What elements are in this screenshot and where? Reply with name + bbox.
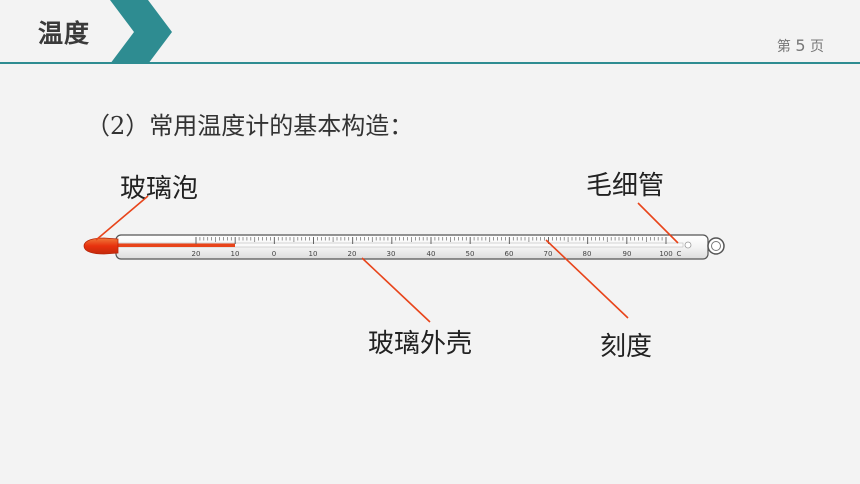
label-bulb: 玻璃泡 bbox=[120, 174, 199, 204]
page-number: 5 bbox=[795, 36, 806, 55]
tick-label: 40 bbox=[427, 250, 436, 258]
page-suffix: 页 bbox=[810, 39, 824, 55]
tick-label: C bbox=[677, 250, 682, 258]
header-divider bbox=[0, 62, 860, 64]
scale-ticks bbox=[195, 237, 667, 244]
page-indicator: 第 5 页 bbox=[777, 36, 824, 56]
glass-bulb bbox=[83, 237, 119, 255]
section-title: 温度 bbox=[38, 19, 91, 48]
tick-label: 30 bbox=[387, 250, 396, 258]
tick-label: 0 bbox=[272, 250, 276, 258]
slide-subtitle: （2）常用温度计的基本构造： bbox=[86, 112, 414, 140]
scale-pointer-line bbox=[545, 239, 629, 319]
tick-label: 10 bbox=[231, 250, 240, 258]
label-capillary: 毛细管 bbox=[586, 171, 665, 201]
tick-label: 100 bbox=[659, 250, 672, 258]
tick-label: 60 bbox=[505, 250, 514, 258]
tick-label: 70 bbox=[544, 250, 553, 258]
page-prefix: 第 bbox=[776, 39, 791, 55]
tick-label: 20 bbox=[348, 250, 357, 258]
label-shell: 玻璃外壳 bbox=[368, 329, 473, 359]
label-scale: 刻度 bbox=[600, 332, 653, 362]
tick-label: 90 bbox=[623, 250, 632, 258]
scale-tick-labels: 20 10 0 10 20 30 40 50 60 70 80 90 100 C bbox=[192, 250, 682, 258]
capillary-end bbox=[684, 241, 692, 249]
header-decoration bbox=[0, 0, 860, 64]
header-bar: 温度 第 5 页 bbox=[0, 0, 860, 64]
tick-label: 10 bbox=[309, 250, 318, 258]
tick-label: 80 bbox=[583, 250, 592, 258]
capillary-pointer-line bbox=[637, 202, 679, 244]
tick-label: 20 bbox=[192, 250, 201, 258]
hanging-ring-icon bbox=[707, 237, 725, 255]
liquid-column bbox=[100, 243, 235, 247]
shell-pointer-line bbox=[361, 257, 431, 323]
bulb-pointer-line bbox=[95, 195, 149, 241]
header-chevron-icon bbox=[110, 0, 172, 64]
tick-label: 50 bbox=[466, 250, 475, 258]
